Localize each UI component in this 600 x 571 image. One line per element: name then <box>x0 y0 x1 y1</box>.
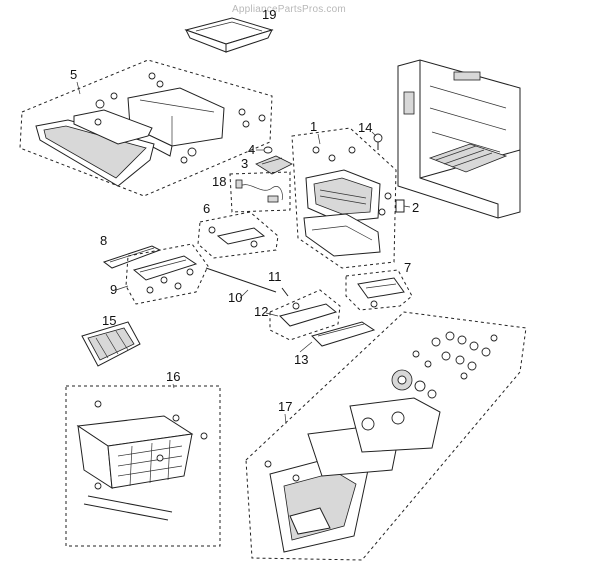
callout-18: 18 <box>212 174 226 189</box>
callout-3: 3 <box>241 156 248 171</box>
part-12-rail[interactable] <box>279 302 338 327</box>
callout-19: 19 <box>262 7 276 22</box>
part-5-drawer[interactable] <box>35 72 266 187</box>
part-13-rail[interactable] <box>311 321 376 347</box>
part-7-sensor[interactable] <box>357 277 405 308</box>
part-16-basket[interactable] <box>76 400 208 521</box>
part-10-rod[interactable] <box>205 267 277 293</box>
group-7-outline <box>345 269 413 311</box>
group-18-outline <box>229 171 291 213</box>
callout-15: 15 <box>102 313 116 328</box>
part-6-bracket[interactable] <box>208 226 266 248</box>
callout-17: 17 <box>278 399 292 414</box>
callout-9: 9 <box>110 282 117 297</box>
group-6-outline <box>197 211 279 259</box>
leader-lines <box>76 81 411 425</box>
refrigerator-cabinet <box>397 59 521 219</box>
part-15-filter-panel[interactable] <box>81 321 141 367</box>
group-1-outline <box>291 127 397 269</box>
callout-5: 5 <box>70 67 77 82</box>
callout-4: 4 <box>248 142 255 157</box>
part-4-cap[interactable] <box>263 146 273 154</box>
part-3-lamp-cover[interactable] <box>255 155 293 175</box>
part-19-shelf-tray[interactable] <box>184 17 274 53</box>
part-11-connector[interactable] <box>281 287 289 297</box>
callout-13: 13 <box>294 352 308 367</box>
watermark-text: AppliancePartsPros.com <box>232 4 346 15</box>
callout-16: 16 <box>166 369 180 384</box>
callout-12: 12 <box>254 304 268 319</box>
callout-7: 7 <box>404 260 411 275</box>
group-17-outline <box>245 311 527 561</box>
part-17-assembly[interactable] <box>264 331 498 553</box>
part-2-bracket[interactable] <box>395 199 405 213</box>
callout-6: 6 <box>203 201 210 216</box>
callout-2: 2 <box>412 200 419 215</box>
callout-11: 11 <box>268 269 282 284</box>
group-9-outline <box>125 243 209 305</box>
callout-10: 10 <box>228 290 242 305</box>
part-1-assembly[interactable] <box>303 146 392 257</box>
callout-14: 14 <box>358 120 372 135</box>
part-14-fitting[interactable] <box>373 133 383 150</box>
part-9-slide[interactable] <box>132 255 198 294</box>
part-18-harness[interactable] <box>235 179 283 203</box>
callout-labels: 19 5 1 14 4 3 18 2 6 8 7 11 9 10 12 15 1… <box>70 7 419 414</box>
group-16-outline <box>65 385 221 547</box>
callout-8: 8 <box>100 233 107 248</box>
group-12-outline <box>269 289 341 341</box>
callout-1: 1 <box>310 119 317 134</box>
